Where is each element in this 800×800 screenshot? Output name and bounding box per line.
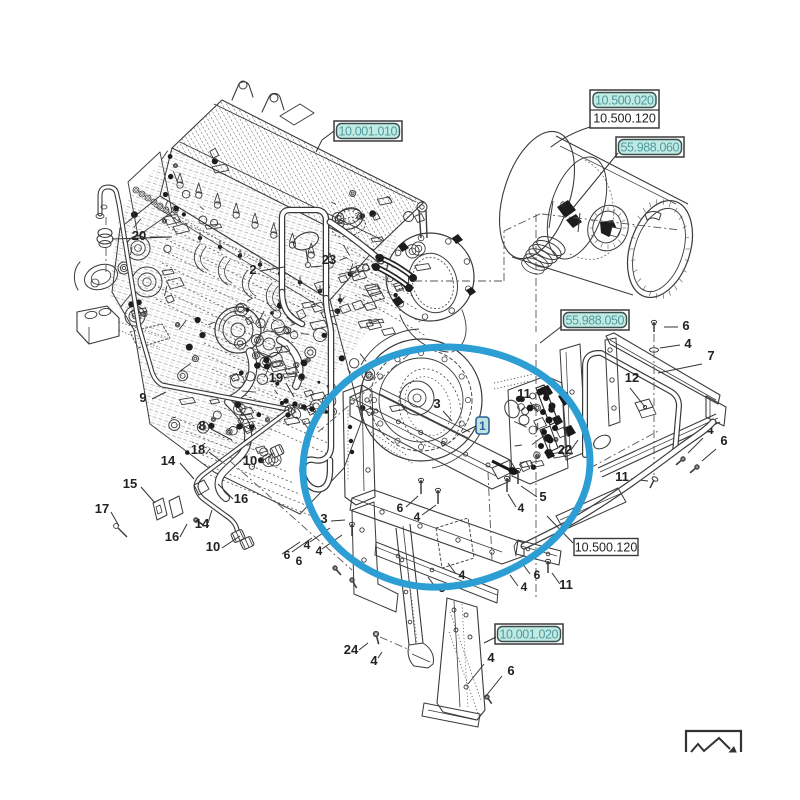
svg-text:4: 4 [706, 422, 714, 437]
svg-text:12: 12 [625, 370, 639, 385]
svg-text:3: 3 [433, 396, 440, 411]
svg-text:15: 15 [123, 476, 137, 491]
svg-text:10: 10 [206, 539, 220, 554]
svg-text:6: 6 [720, 433, 727, 448]
svg-text:11: 11 [517, 386, 531, 401]
svg-text:6: 6 [534, 568, 541, 582]
svg-text:4: 4 [521, 580, 528, 594]
svg-text:11: 11 [615, 469, 629, 484]
svg-text:16: 16 [165, 529, 179, 544]
svg-text:16: 16 [234, 491, 248, 506]
svg-text:6: 6 [507, 663, 514, 678]
svg-text:10.001.010: 10.001.010 [339, 125, 398, 139]
svg-text:10.500.120: 10.500.120 [575, 541, 638, 555]
svg-text:4: 4 [370, 653, 378, 668]
svg-text:6: 6 [682, 318, 689, 333]
svg-text:8: 8 [198, 418, 205, 433]
svg-text:9: 9 [139, 390, 146, 405]
svg-text:4: 4 [316, 544, 323, 558]
svg-text:10.500.020: 10.500.020 [595, 94, 654, 108]
svg-text:6: 6 [397, 501, 404, 515]
svg-text:3: 3 [320, 511, 327, 526]
svg-text:20: 20 [132, 228, 146, 243]
svg-text:4: 4 [414, 510, 421, 524]
svg-text:6: 6 [296, 554, 303, 568]
svg-text:55.988.050: 55.988.050 [566, 314, 625, 328]
svg-text:55.988.060: 55.988.060 [621, 141, 680, 155]
svg-text:10.001.020: 10.001.020 [500, 628, 559, 642]
svg-text:10: 10 [243, 453, 257, 468]
svg-text:7: 7 [707, 348, 714, 363]
svg-text:1: 1 [479, 419, 486, 433]
svg-text:19: 19 [269, 370, 283, 385]
svg-text:4: 4 [684, 336, 692, 351]
svg-text:4: 4 [304, 538, 311, 552]
svg-text:23: 23 [322, 252, 336, 267]
svg-text:14: 14 [195, 516, 210, 531]
svg-text:10.500.120: 10.500.120 [593, 112, 656, 126]
svg-text:6: 6 [284, 548, 291, 562]
svg-text:18: 18 [191, 442, 205, 457]
svg-text:11: 11 [559, 577, 573, 592]
svg-text:4: 4 [518, 501, 525, 515]
svg-text:22: 22 [558, 442, 572, 457]
svg-text:5: 5 [539, 489, 546, 504]
svg-text:14: 14 [161, 453, 176, 468]
svg-text:17: 17 [95, 501, 109, 516]
svg-text:2: 2 [249, 262, 256, 277]
svg-text:24: 24 [344, 642, 359, 657]
svg-text:4: 4 [487, 650, 495, 665]
svg-text:4: 4 [459, 568, 466, 582]
